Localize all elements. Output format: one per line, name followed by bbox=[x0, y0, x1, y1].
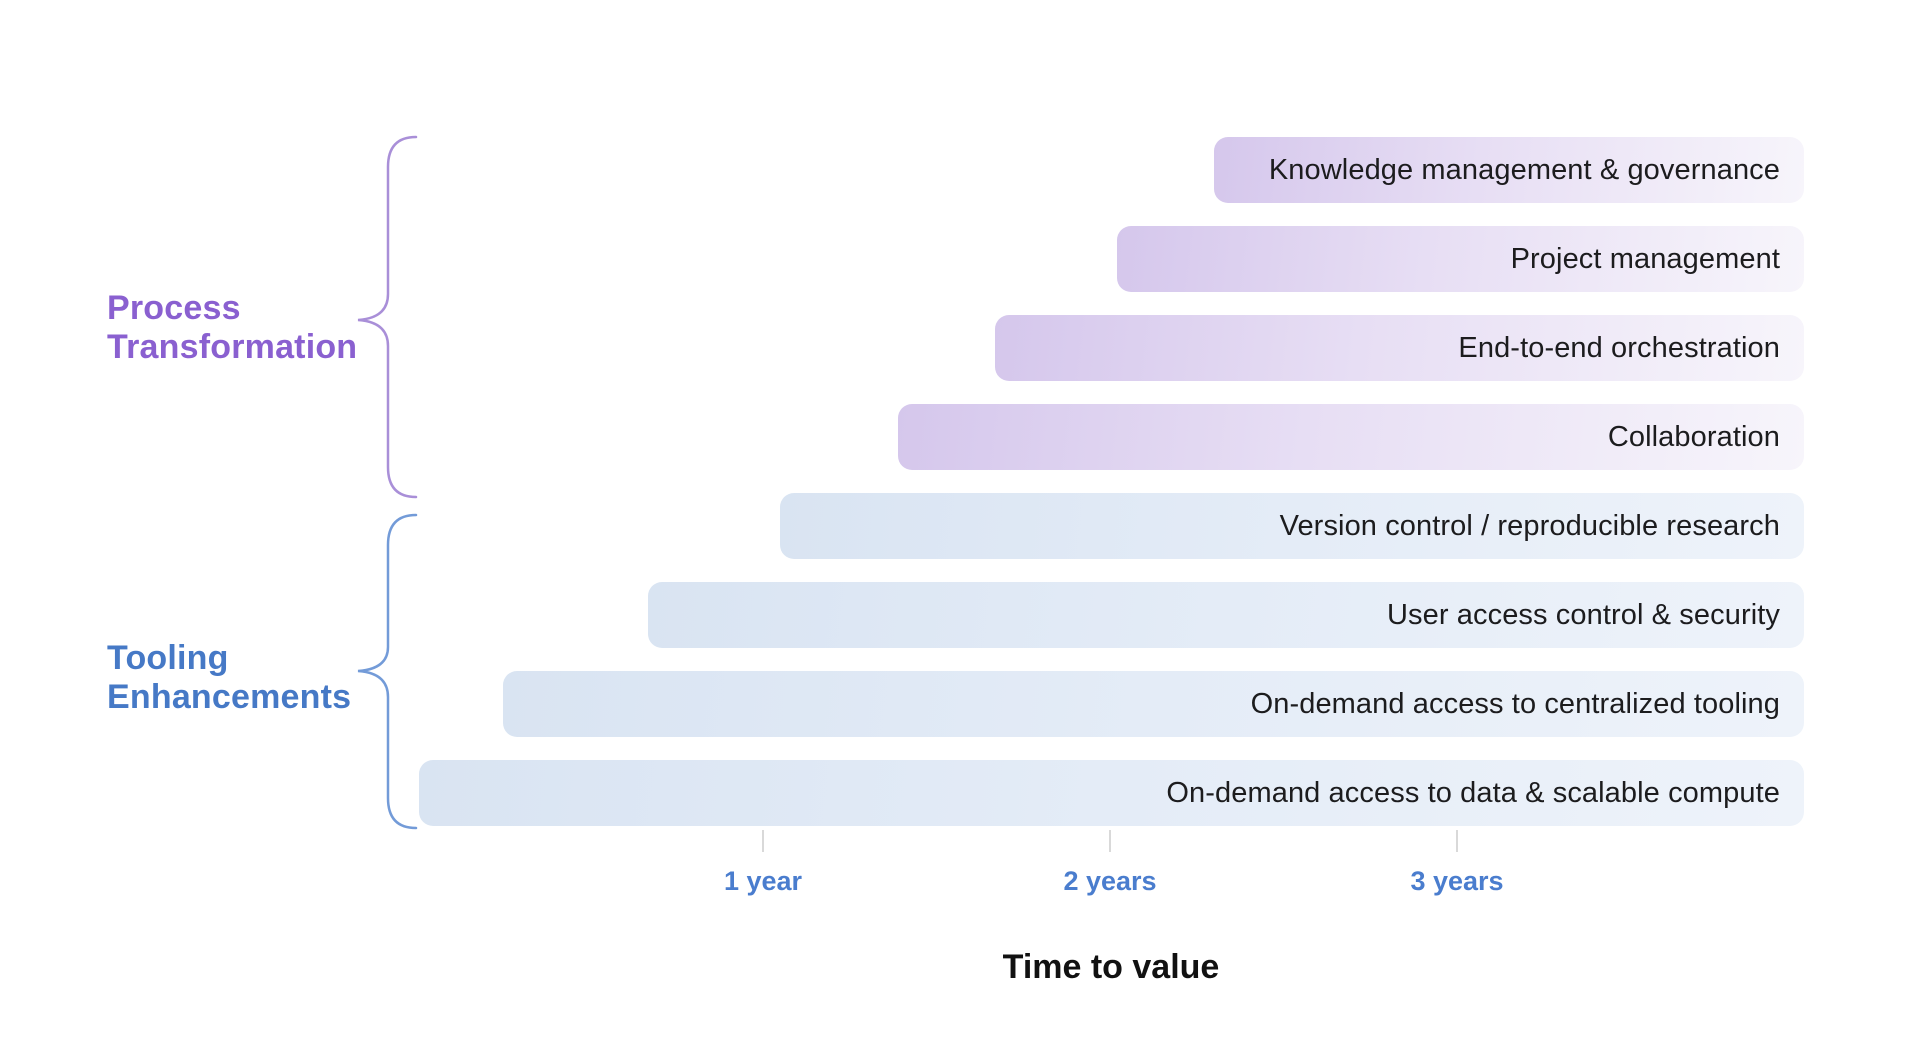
x-axis-title: Time to value bbox=[1002, 948, 1220, 986]
group-label-process-transformation: Process Transformation bbox=[107, 289, 357, 367]
x-axis-tick-label: 3 years bbox=[1410, 866, 1504, 896]
timeline-bar: On-demand access to centralized tooling bbox=[503, 671, 1804, 737]
group-label-tooling-enhancements: Tooling Enhancements bbox=[107, 639, 351, 717]
timeline-bar: Knowledge management & governance bbox=[1214, 137, 1804, 203]
timeline-bar: Version control / reproducible research bbox=[780, 493, 1804, 559]
bar-label: User access control & security bbox=[1386, 598, 1780, 631]
bar-label: Version control / reproducible research bbox=[1279, 509, 1780, 542]
bar-label: Collaboration bbox=[1607, 420, 1780, 453]
bar-label: Project management bbox=[1510, 242, 1780, 275]
x-axis-tick-mark bbox=[1109, 830, 1111, 852]
timeline-bar: User access control & security bbox=[648, 582, 1804, 648]
group-label-line: Enhancements bbox=[107, 678, 352, 716]
group-label-line: Transformation bbox=[107, 328, 358, 366]
bar-label: Knowledge management & governance bbox=[1268, 153, 1780, 186]
x-axis-tick-label: 1 year bbox=[723, 866, 803, 896]
bar-label: On-demand access to centralized tooling bbox=[1250, 687, 1780, 720]
group-label-line: Process bbox=[107, 289, 241, 327]
bar-label: End-to-end orchestration bbox=[1458, 331, 1780, 364]
bar-label: On-demand access to data & scalable comp… bbox=[1166, 776, 1780, 809]
x-axis-tick-mark bbox=[1456, 830, 1458, 852]
timeline-bar: Project management bbox=[1117, 226, 1804, 292]
timeline-bar: End-to-end orchestration bbox=[995, 315, 1804, 381]
timeline-bar: On-demand access to data & scalable comp… bbox=[419, 760, 1804, 826]
x-axis-tick-label: 2 years bbox=[1063, 866, 1157, 896]
x-axis-tick-mark bbox=[762, 830, 764, 852]
group-label-line: Tooling bbox=[107, 639, 229, 677]
timeline-bar: Collaboration bbox=[898, 404, 1804, 470]
